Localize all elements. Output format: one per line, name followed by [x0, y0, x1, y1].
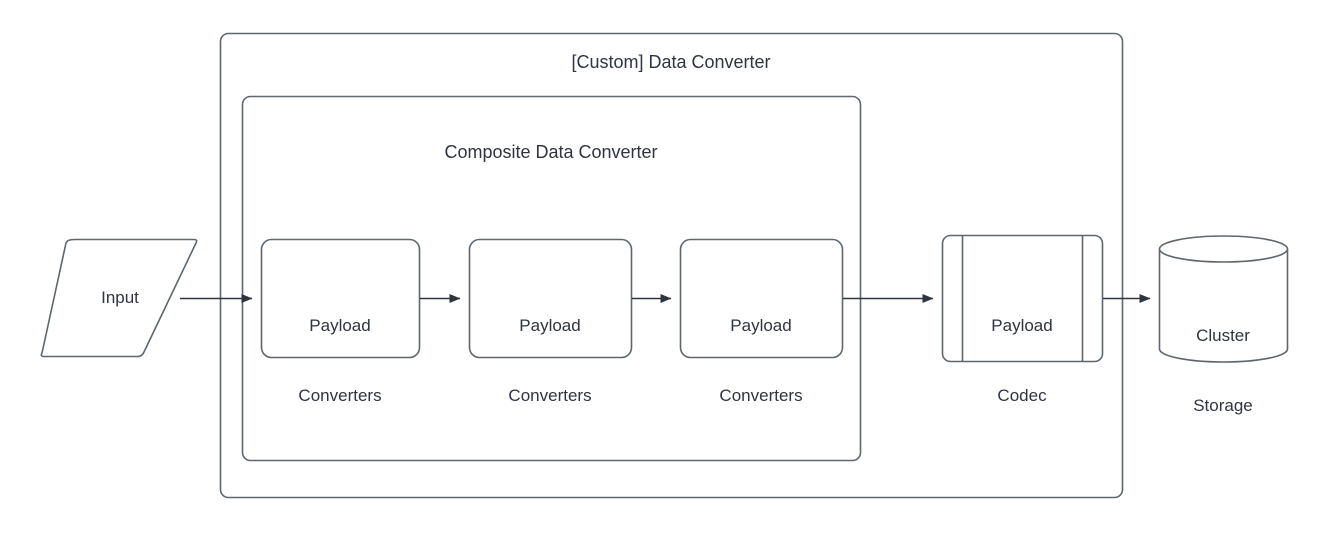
payload-converters-2-shape[interactable] — [468, 238, 633, 359]
payload-converters-1-shape[interactable] — [260, 238, 421, 359]
payload-codec-shape[interactable] — [941, 234, 1104, 363]
input-shape[interactable] — [40, 238, 198, 358]
outer-container-title: [Custom] Data Converter — [571, 52, 771, 72]
cluster-storage-shape[interactable] — [1158, 235, 1289, 363]
inner-container-title: Composite Data Converter — [444, 142, 658, 162]
payload-converters-3-shape[interactable] — [679, 238, 844, 359]
